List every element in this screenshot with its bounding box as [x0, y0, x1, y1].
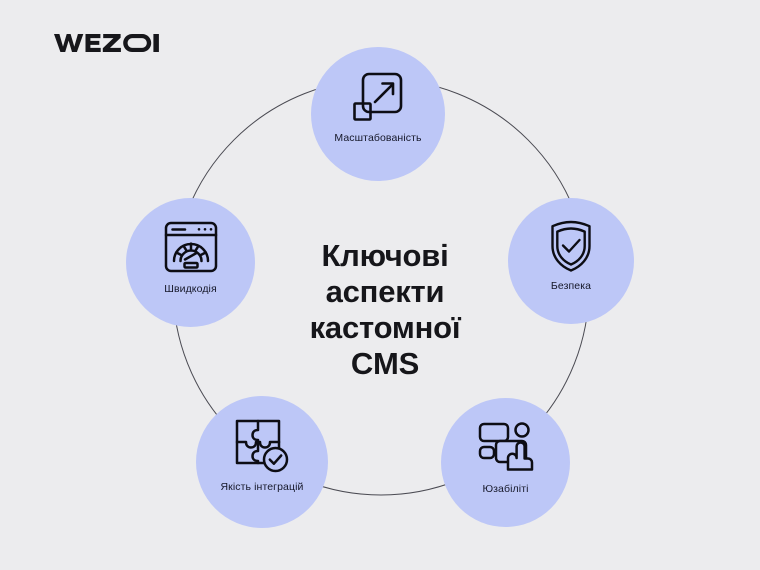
- shield-check-icon: [545, 220, 597, 272]
- page-title-line-3: кастомної: [309, 310, 461, 345]
- page-title-line-2: аспекти: [325, 274, 445, 309]
- page-title-line-4: CMS: [350, 346, 420, 381]
- cursor-ui-blocks-icon: [477, 420, 535, 476]
- node-security[interactable]: Безпека: [508, 198, 634, 324]
- wezom-wordmark-icon: [54, 34, 159, 52]
- node-label-speed: Швидкодія: [164, 283, 217, 295]
- node-speed[interactable]: Швидкодія: [126, 198, 255, 327]
- page-title: Ключові аспекти кастомної CMS: [268, 238, 502, 382]
- node-scalability[interactable]: Масштабованість: [311, 47, 445, 181]
- node-label-usability: Юзабіліті: [482, 483, 529, 495]
- wezom-logo: [54, 30, 159, 56]
- node-integrations[interactable]: Якість інтеграцій: [196, 396, 328, 528]
- browser-speedometer-icon: [163, 219, 219, 275]
- node-label-integrations: Якість інтеграцій: [220, 481, 304, 493]
- puzzle-check-icon: [233, 417, 291, 475]
- node-label-security: Безпека: [550, 280, 592, 292]
- page-title-line-1: Ключові: [321, 238, 449, 273]
- resize-arrow-icon: [349, 68, 407, 126]
- node-label-scalability: Масштабованість: [334, 132, 422, 144]
- node-usability[interactable]: Юзабіліті: [441, 398, 570, 527]
